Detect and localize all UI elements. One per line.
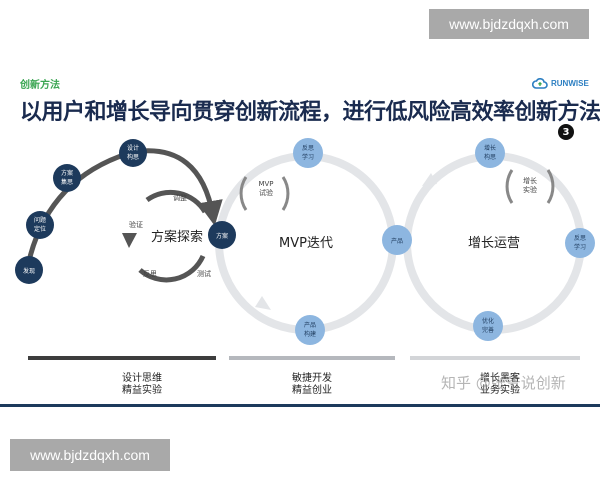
growth-node-optimize-line1: 优化 [482, 317, 494, 325]
node-problem-definition-line2: 定位 [34, 225, 46, 233]
footer-mvp-line1: 敏捷开发 [292, 373, 332, 384]
mvp-node-product-build-line1: 产品 [304, 321, 316, 329]
explore-title: 方案探索 [151, 229, 203, 245]
mvp-inner-label-line1: MVP [258, 180, 273, 188]
growth-inner-label-line2: 实验 [523, 185, 537, 194]
footer-mvp-methods: 敏捷开发 精益创业 [262, 373, 362, 397]
node-discover: 发现 [15, 256, 43, 284]
footer-design-methods: 设计思维 精益实验 [92, 373, 192, 397]
footer-design-line1: 设计思维 [122, 373, 162, 384]
growth-title: 增长运营 [468, 236, 520, 251]
explore-step-adjust: 调整 [173, 193, 187, 202]
svg-text:方案: 方案 [216, 232, 228, 240]
watermark-bottom: www.bjdzdqxh.com [10, 439, 170, 471]
design-path-arc [24, 148, 223, 271]
growth-node-reflect-learn-line1: 反思 [574, 234, 586, 242]
footer-growth-methods: 增长黑客 业务实验 [450, 373, 550, 397]
runwise-logo: RUNWISE [532, 77, 589, 89]
growth-node-reflect-learn: 反思 学习 [565, 228, 595, 258]
mvp-inner-label-line2: 试验 [259, 188, 273, 197]
explore-loop-top [145, 189, 208, 214]
svg-text:产品: 产品 [391, 237, 403, 245]
mvp-inner-loop-left [239, 176, 248, 211]
footer-growth-line2: 业务实验 [480, 385, 520, 396]
node-solution: 方案 [208, 221, 236, 249]
footer-design-line2: 精益实验 [122, 385, 162, 396]
growth-inner-loop-left [505, 169, 514, 204]
growth-node-optimize: 优化 完善 [473, 311, 503, 341]
explore-loop-bottom [138, 254, 206, 283]
bottom-rule [0, 404, 600, 407]
growth-inner-label-line1: 增长 [523, 176, 537, 185]
headline: 以用户和增长导向贯穿创新流程，进行低风险高效率创新方法 [20, 100, 600, 125]
mvp-node-reflect-learn: 反思 学习 [293, 138, 323, 168]
section-tag: 创新方法 [20, 80, 60, 91]
phase-bar-mvp [229, 356, 395, 360]
svg-text:发现: 发现 [23, 267, 35, 275]
mvp-ring-arrowhead [255, 296, 271, 310]
node-design-concept-line1: 设计 [127, 144, 139, 152]
growth-node-reflect-learn-line2: 学习 [574, 243, 586, 251]
node-solution-ideation: 方案 集思 [53, 164, 81, 192]
mvp-node-reflect-learn-line2: 学习 [302, 153, 314, 161]
footer-mvp-line2: 精益创业 [292, 385, 332, 396]
explore-step-test: 测试 [197, 269, 211, 278]
page-number-badge: 3 [558, 124, 574, 140]
growth-node-growth-concept-line1: 增长 [484, 144, 496, 152]
footer-growth-line1: 增长黑客 [480, 373, 520, 384]
watermark-top: www.bjdzdqxh.com [429, 9, 589, 39]
zhihu-watermark: 知乎 @张爷说创新 [441, 374, 566, 392]
mvp-node-product-build: 产品 构建 [295, 315, 325, 345]
explore-step-verify: 验证 [129, 220, 143, 229]
growth-node-optimize-line2: 完善 [482, 326, 494, 334]
node-problem-definition: 问题 定位 [26, 211, 54, 239]
mvp-node-reflect-learn-line1: 反思 [302, 144, 314, 152]
mvp-node-product-build-line2: 构建 [304, 330, 316, 338]
logo-text: RUNWISE [551, 78, 589, 88]
explore-step-reflect: 反思 [143, 269, 157, 278]
growth-node-growth-concept-line2: 构思 [484, 153, 496, 161]
node-solution-ideation-line2: 集思 [61, 178, 73, 186]
phase-bar-design [28, 356, 216, 360]
growth-node-growth-concept: 增长 构思 [475, 138, 505, 168]
mvp-title: MVP迭代 [279, 236, 333, 251]
explore-loop-arrowhead [122, 233, 137, 248]
node-design-concept: 设计 构思 [119, 139, 147, 167]
growth-ring-arrowhead [422, 173, 437, 186]
node-problem-definition-line1: 问题 [34, 216, 46, 224]
node-solution-ideation-line1: 方案 [61, 169, 73, 177]
node-design-concept-line2: 构思 [127, 153, 139, 161]
cloud-icon [532, 78, 548, 89]
mvp-inner-loop-right [281, 176, 290, 211]
mvp-node-product: 产品 [382, 225, 412, 255]
phase-bar-growth [410, 356, 580, 360]
growth-inner-loop-right [546, 169, 555, 204]
